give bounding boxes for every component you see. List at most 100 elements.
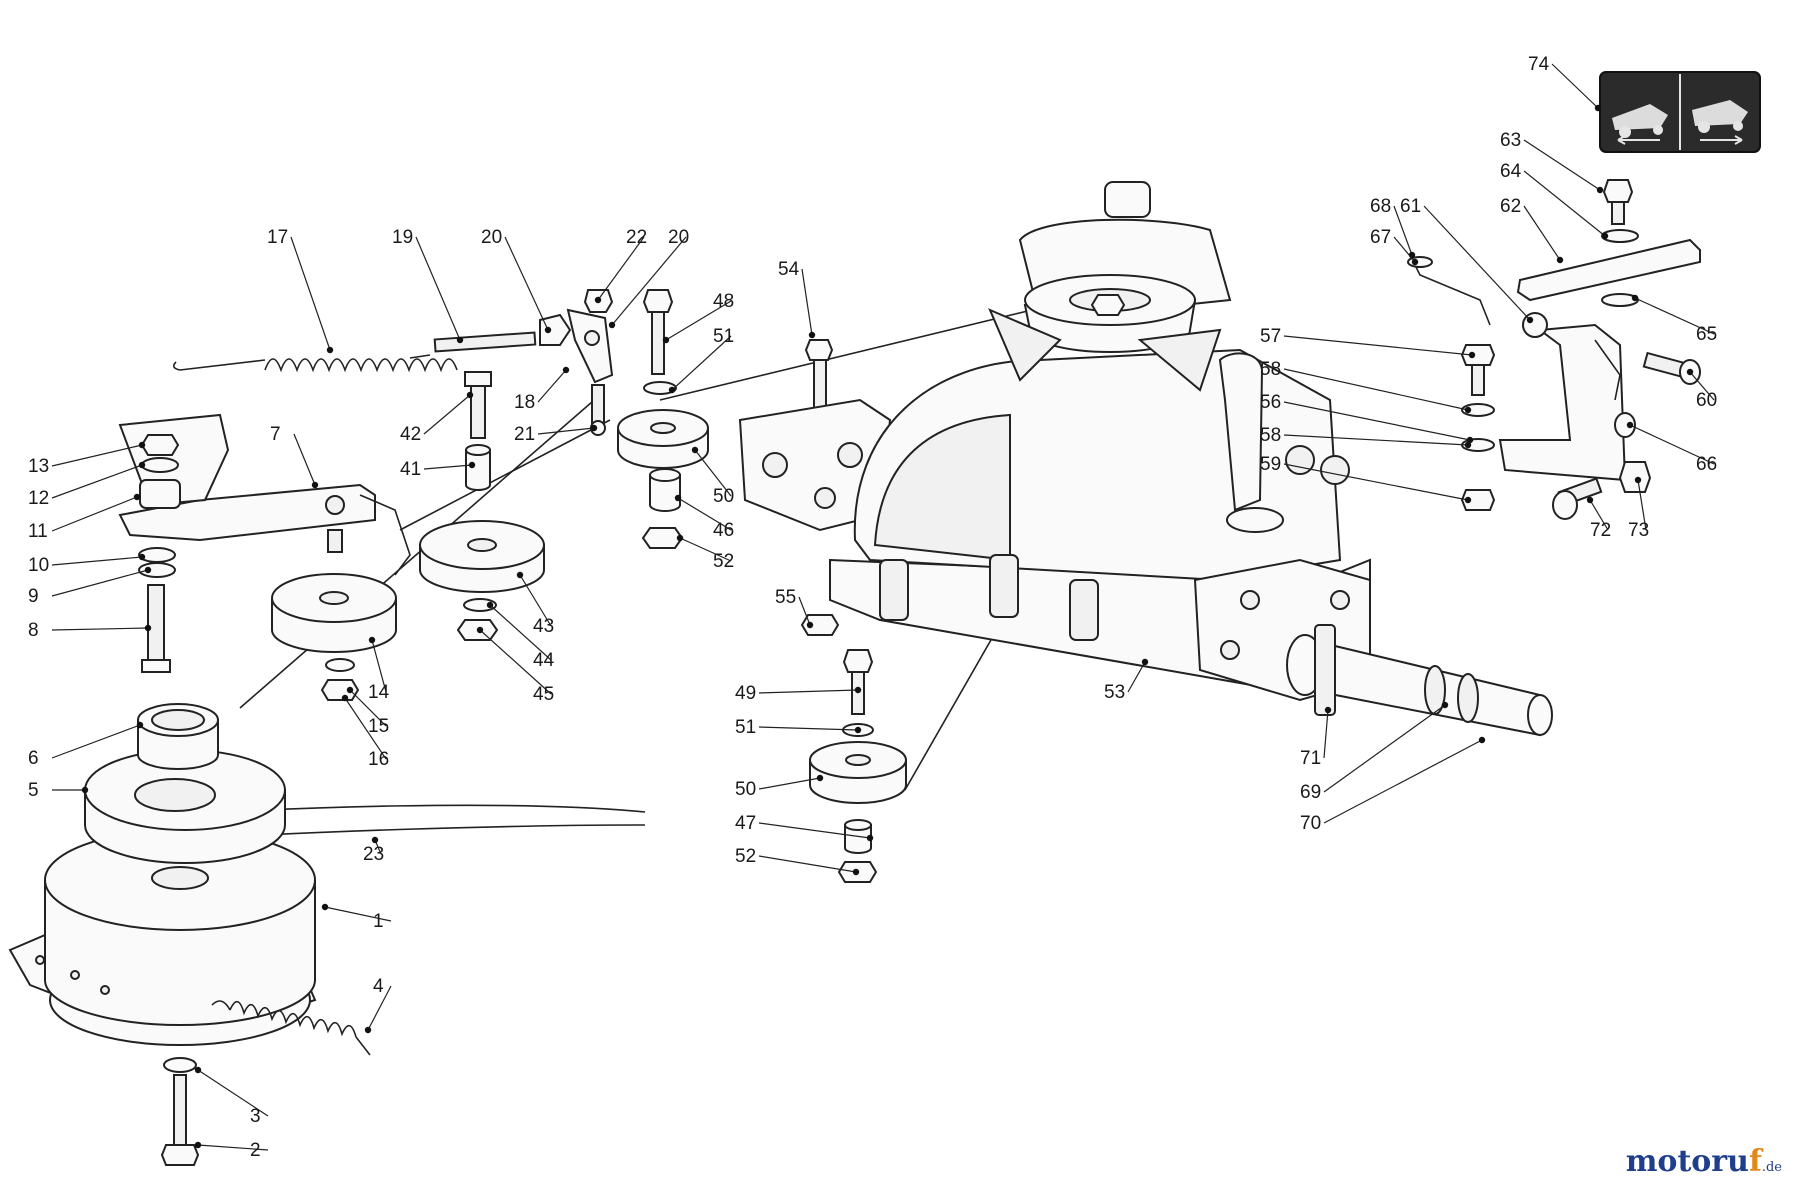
callout-label-70: 70 xyxy=(1300,813,1321,834)
callout-label-21: 21 xyxy=(514,424,535,445)
leader-dot-55 xyxy=(806,621,814,629)
leader-dot-21 xyxy=(590,424,598,432)
leader-dot-66 xyxy=(1626,421,1634,429)
leader-dot-46 xyxy=(674,494,682,502)
idler-pulley-43 xyxy=(419,520,545,641)
leader-line-1 xyxy=(324,906,392,922)
watermark-f: f xyxy=(1748,1144,1762,1179)
leader-dot-44 xyxy=(486,601,494,609)
leader-dot-59 xyxy=(1464,496,1472,504)
leader-dot-12 xyxy=(138,461,146,469)
leader-line-42 xyxy=(423,394,471,435)
leader-line-63 xyxy=(1523,139,1601,191)
leader-line-71 xyxy=(1323,709,1329,759)
leader-dot-18 xyxy=(562,366,570,374)
callout-label-11: 11 xyxy=(28,521,48,542)
leader-dot-23 xyxy=(371,836,379,844)
callout-label-7: 7 xyxy=(270,424,281,445)
idler-pulley-14 xyxy=(271,573,397,701)
leader-dot-67 xyxy=(1411,258,1419,266)
callout-label-53: 53 xyxy=(1104,682,1125,703)
leader-dot-7 xyxy=(311,481,319,489)
leader-dot-1 xyxy=(321,903,329,911)
leader-dot-57 xyxy=(1468,351,1476,359)
leader-line-15 xyxy=(349,689,387,727)
leader-dot-9 xyxy=(144,566,152,574)
leader-dot-52 xyxy=(676,534,684,542)
leader-dot-58 xyxy=(1464,406,1472,414)
callout-label-6: 6 xyxy=(28,748,39,769)
leader-line-43 xyxy=(519,574,552,627)
callout-label-46: 46 xyxy=(713,520,734,541)
callout-label-52: 52 xyxy=(713,551,734,572)
leader-dot-49 xyxy=(854,686,862,694)
leader-line-6 xyxy=(51,724,141,759)
leader-line-67 xyxy=(1393,236,1416,263)
callout-label-64: 64 xyxy=(1500,161,1522,182)
leader-dot-72 xyxy=(1586,496,1594,504)
callout-label-8: 8 xyxy=(28,620,39,641)
leader-line-50 xyxy=(758,777,821,790)
bolt-42-spacer-41 xyxy=(464,371,492,491)
callout-label-18: 18 xyxy=(514,392,535,413)
transaxle-housing xyxy=(829,181,1371,702)
leader-dot-8 xyxy=(144,624,152,632)
leader-line-41 xyxy=(423,464,473,470)
leader-line-16 xyxy=(344,697,387,760)
callout-label-51: 51 xyxy=(735,717,756,738)
nut-55 xyxy=(800,614,840,636)
leader-line-62 xyxy=(1523,205,1561,261)
axle-shaft xyxy=(1286,624,1553,737)
leader-line-69 xyxy=(1323,704,1446,793)
leader-dot-47 xyxy=(866,834,874,842)
callout-label-47: 47 xyxy=(735,813,756,834)
leader-line-50 xyxy=(694,449,732,497)
leader-line-10 xyxy=(51,556,143,566)
callout-label-13: 13 xyxy=(28,456,49,477)
leader-dot-68 xyxy=(1408,251,1416,259)
leader-dot-11 xyxy=(133,493,141,501)
leader-line-22 xyxy=(597,236,645,301)
leader-line-58 xyxy=(1283,368,1469,411)
leader-line-14 xyxy=(371,639,387,693)
callout-label-72: 72 xyxy=(1590,520,1611,541)
leader-dot-13 xyxy=(138,441,146,449)
leader-dot-17 xyxy=(326,346,334,354)
leader-dot-54 xyxy=(808,331,816,339)
leader-dot-22 xyxy=(594,296,602,304)
leader-dot-71 xyxy=(1324,706,1332,714)
callout-label-10: 10 xyxy=(28,555,49,576)
leader-dot-50 xyxy=(691,446,699,454)
leader-dot-3 xyxy=(194,1066,202,1074)
leader-dot-10 xyxy=(138,553,146,561)
callout-label-23: 23 xyxy=(363,844,384,865)
callout-label-62: 62 xyxy=(1500,196,1521,217)
leader-line-17 xyxy=(290,236,331,351)
callout-label-45: 45 xyxy=(533,684,554,705)
callout-label-52: 52 xyxy=(735,846,756,867)
leader-line-7 xyxy=(293,433,316,486)
leader-dot-69 xyxy=(1441,701,1449,709)
leader-line-70 xyxy=(1323,739,1483,824)
callout-leaders xyxy=(51,63,1715,1151)
leader-dot-6 xyxy=(136,721,144,729)
clutch-spring xyxy=(211,1000,371,1056)
watermark-logo: motoruf.de xyxy=(1626,1144,1782,1179)
leader-line-56 xyxy=(1283,401,1471,441)
leader-line-18 xyxy=(537,369,567,403)
leader-line-61 xyxy=(1423,205,1531,321)
leader-line-47 xyxy=(758,822,871,839)
leader-dot-19 xyxy=(456,336,464,344)
leader-line-58 xyxy=(1283,434,1469,446)
leader-line-55 xyxy=(798,596,811,626)
callout-label-73: 73 xyxy=(1628,520,1649,541)
leader-line-3 xyxy=(197,1069,269,1117)
callout-label-12: 12 xyxy=(28,488,49,509)
pulley-50-lower xyxy=(809,649,907,883)
leader-dot-42 xyxy=(466,391,474,399)
leader-line-51 xyxy=(671,335,732,391)
callout-label-19: 19 xyxy=(392,227,413,248)
leader-line-11 xyxy=(51,496,138,532)
